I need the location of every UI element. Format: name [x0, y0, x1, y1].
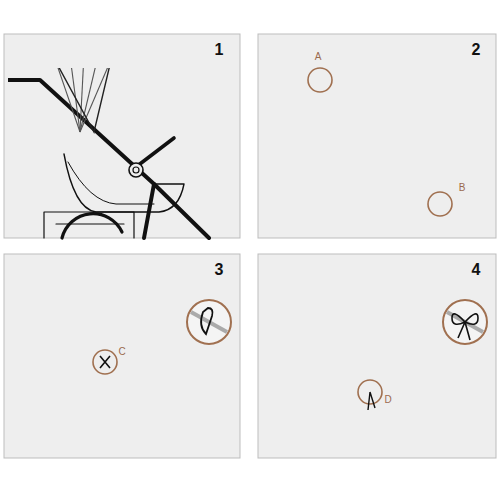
- seat-outline: [64, 154, 184, 212]
- callout-circle: [428, 192, 452, 216]
- callout-letter: D: [384, 395, 391, 405]
- panel-one: [8, 68, 209, 238]
- strap-bow: [452, 314, 478, 340]
- hub: [133, 167, 139, 173]
- step-number: 2: [472, 42, 481, 58]
- callout-letter: A: [315, 52, 322, 62]
- detail-inset: [443, 300, 487, 344]
- step-number: 4: [472, 262, 481, 278]
- seat-outline: [68, 162, 154, 204]
- strap-loop: [201, 308, 212, 334]
- stroller-frame: [144, 184, 154, 238]
- basket: [44, 212, 134, 238]
- callout-circle: [93, 350, 117, 374]
- panels: [4, 34, 496, 458]
- strap: [368, 392, 375, 410]
- wheel: [62, 214, 122, 238]
- detail-inset: [187, 300, 231, 344]
- strap: [100, 356, 110, 368]
- folded-canopy: [56, 68, 112, 132]
- callout-letter: C: [118, 347, 125, 357]
- frame-tube: [191, 312, 227, 332]
- callout-circle: [308, 68, 332, 92]
- canopy-rib: [70, 68, 80, 132]
- stroller-frame: [8, 80, 209, 238]
- step-number: 1: [215, 42, 224, 58]
- step-number: 3: [215, 262, 224, 278]
- hub: [129, 163, 143, 177]
- folded-canopy: [56, 68, 112, 132]
- callout-letter: B: [459, 183, 466, 193]
- canopy-rib: [80, 68, 110, 132]
